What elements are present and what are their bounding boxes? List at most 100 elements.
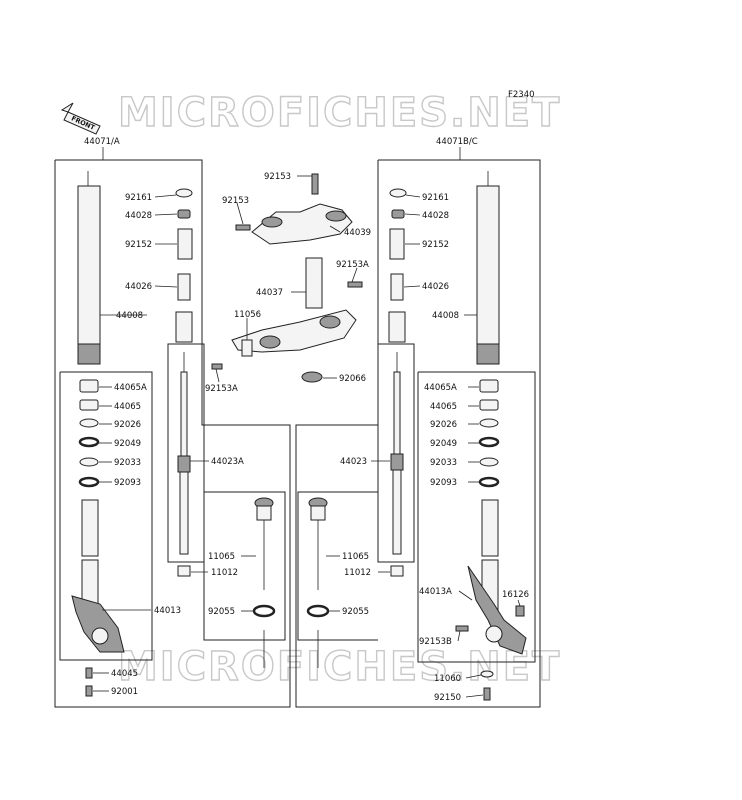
part-92049-right [478,436,500,448]
label-92153-side: 92153 [222,196,249,206]
damper-rod-11065-right [308,497,328,590]
label-44065-right: 44065 [430,402,457,412]
assembly-right-label: 44071B/C [436,137,478,147]
part-92093-right [478,476,500,488]
label-92055-left: 92055 [208,607,235,617]
label-92049-left: 92049 [114,439,141,449]
label-92033-right: 92033 [430,458,457,468]
label-44023: 44023 [340,457,367,467]
label-92026-right: 92026 [430,420,457,430]
part-92161-left [175,188,193,198]
label-92049-right: 92049 [430,439,457,449]
label-11012-right: 11012 [344,568,371,578]
part-92049-left [78,436,100,448]
part-11056 [241,339,253,357]
assembly-left-label: 44071/A [84,137,120,147]
part-11012-right [390,565,404,577]
part-92153B [455,625,469,632]
outer-tube-right [476,171,500,365]
leader-lines [93,175,521,698]
label-92161-left: 92161 [125,193,152,203]
part-92066 [301,371,323,383]
cartridge-44023 [390,352,404,555]
label-11012-left: 11012 [211,568,238,578]
damper-rod-11065-left [254,497,274,590]
left-sub-box [59,371,153,661]
inner-tube-44013A [467,499,527,655]
label-92153B: 92153B [419,637,452,647]
label-92093-left: 92093 [114,478,141,488]
part-92055-left [252,604,276,618]
label-44008-right: 44008 [432,311,459,321]
label-92055-right: 92055 [342,607,369,617]
label-44065A-right: 44065A [424,383,457,393]
part-44026-right-spring-top [390,273,404,301]
top-bridge-44039 [251,203,353,245]
part-92153-side [235,224,251,231]
part-44065-left [79,399,99,411]
label-11065-right: 11065 [342,552,369,562]
label-44039: 44039 [344,228,371,238]
part-92161-right [389,188,407,198]
label-11065-left: 11065 [208,552,235,562]
label-44028-right: 44028 [422,211,449,221]
left-rod-box [203,425,286,641]
part-92026-left [79,418,99,428]
inner-tube-44013 [71,499,125,653]
part-92055-right [306,604,330,618]
right-rod-box [297,491,378,641]
label-92153-top: 92153 [264,172,291,182]
label-44065A-left: 44065A [114,383,147,393]
part-11012-left [177,565,191,577]
label-92152-left: 92152 [125,240,152,250]
label-44045: 44045 [111,669,138,679]
stem-44037 [231,257,357,353]
label-16126: 16126 [502,590,529,600]
part-92033-left [79,457,99,467]
left-assembly-box [54,159,291,708]
right-cartridge-box [377,343,415,563]
part-92026-right [479,418,499,428]
part-16126 [515,605,525,617]
part-11060 [480,670,494,678]
label-92066: 92066 [339,374,366,384]
part-44065A-right [479,379,499,393]
label-44028-left: 44028 [125,211,152,221]
label-44023A: 44023A [211,457,244,467]
label-44065-left: 44065 [114,402,141,412]
front-label: FRONT [70,114,96,132]
part-labels: 92161 44028 92152 44026 44008 44065A 440… [111,172,529,703]
part-92150 [483,687,491,701]
label-92153A-top: 92153A [336,260,369,270]
part-44045 [85,667,93,679]
part-44026-left-spring-top [177,273,191,301]
label-92161-right: 92161 [422,193,449,203]
label-11056: 11056 [234,310,261,320]
reference-code: F2340 [508,90,535,100]
part-44065A-left [79,379,99,393]
label-92152-right: 92152 [422,240,449,250]
label-44013A: 44013A [419,587,452,597]
outer-tube-left [77,171,101,365]
label-44037: 44037 [256,288,283,298]
right-sub-box [417,371,536,663]
label-92150: 92150 [434,693,461,703]
label-92001: 92001 [111,687,138,697]
label-92093-right: 92093 [430,478,457,488]
part-92153A-top [347,281,363,288]
cartridge-44023A [177,352,191,555]
part-92001 [85,685,93,697]
part-92093-left [78,476,100,488]
label-44008-left: 44008 [116,311,143,321]
label-11060: 11060 [434,674,461,684]
part-92153-top [311,173,319,195]
part-92153A-bottom [211,363,223,370]
label-92026-left: 92026 [114,420,141,430]
label-44026-right: 44026 [422,282,449,292]
label-44013: 44013 [154,606,181,616]
watermark-top: MICROFICHES.NET [118,90,561,136]
part-44026-right-spring [388,311,406,343]
label-92153A-bottom: 92153A [205,384,238,394]
label-92033-left: 92033 [114,458,141,468]
part-44026-left-spring [175,311,193,343]
